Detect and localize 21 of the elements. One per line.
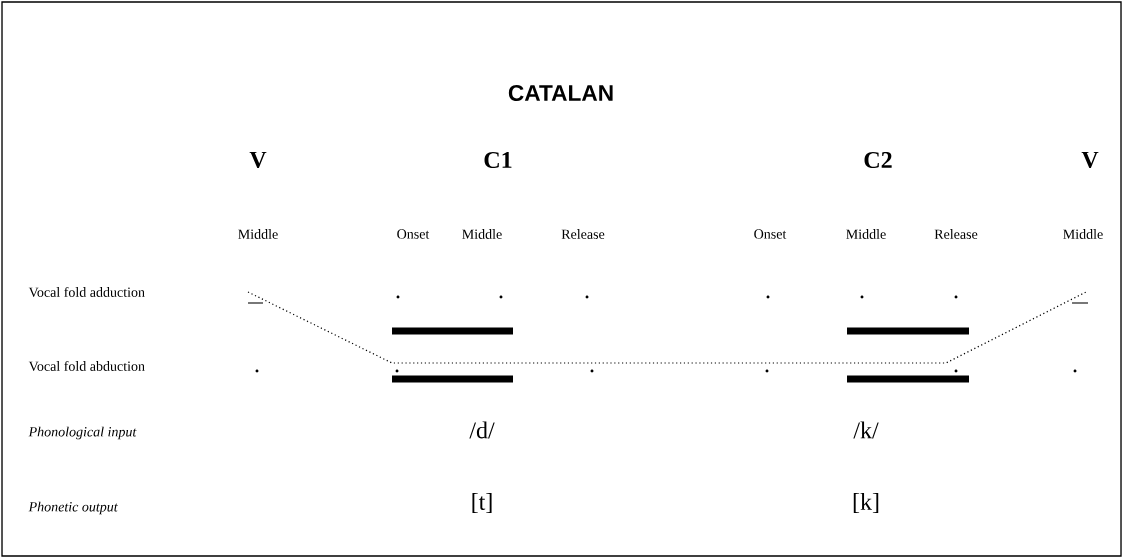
phoneme-symbol: /k/	[853, 421, 879, 439]
phase-label: Onset	[754, 229, 787, 239]
segment-heading: C2	[864, 151, 892, 169]
phase-label: Middle	[462, 229, 502, 239]
phase-label: Onset	[397, 229, 430, 239]
phase-label: Middle	[1063, 229, 1103, 239]
row-label: Vocal fold adduction	[28, 286, 145, 298]
phoneme-symbol: /d/	[469, 421, 495, 439]
phase-label: Release	[561, 229, 605, 239]
segment-heading: C1	[484, 151, 512, 169]
row-label: Phonological input	[28, 426, 137, 440]
phone-symbol: [t]	[472, 493, 492, 513]
segment-heading: V	[249, 151, 267, 169]
phone-symbol: [k]	[853, 493, 879, 513]
title: CATALAN	[508, 84, 613, 102]
row-label: Vocal fold abduction	[28, 360, 145, 372]
phase-label: Middle	[846, 229, 886, 239]
phase-label: Middle	[238, 229, 278, 239]
segment-heading: V	[1081, 151, 1099, 169]
row-label: Phonetic output	[28, 501, 118, 515]
phase-label: Release	[934, 229, 978, 239]
